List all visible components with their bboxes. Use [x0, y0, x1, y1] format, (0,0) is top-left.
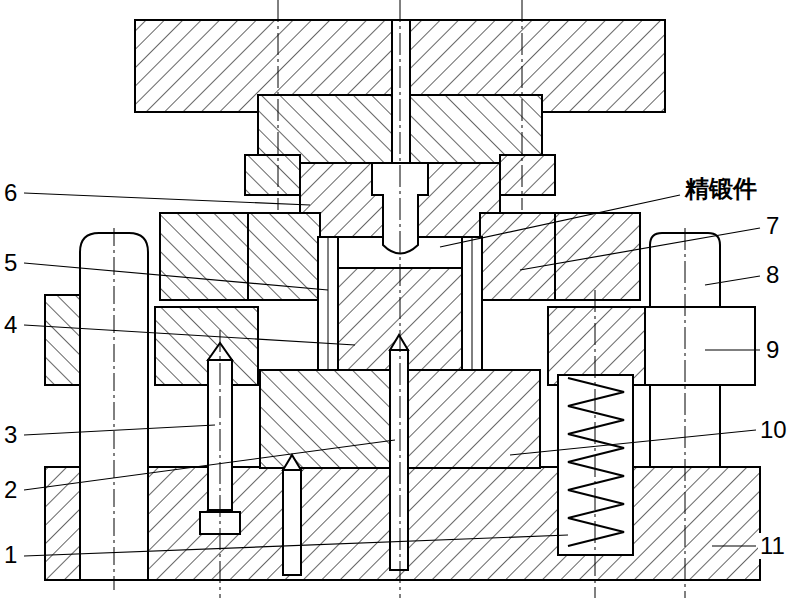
leader-lines: [24, 193, 760, 556]
callout-number: 9: [764, 337, 781, 363]
callout-number: 7: [764, 213, 781, 239]
callout-number: 2: [2, 477, 19, 503]
callout-number: 11: [758, 533, 787, 559]
callout-number: 10: [758, 417, 789, 443]
callout-number: 1: [2, 542, 19, 568]
callout-number: 5: [2, 250, 19, 276]
callout-number: 6: [2, 180, 19, 206]
callout-number: 3: [2, 422, 19, 448]
part-label: 精锻件: [683, 176, 759, 202]
callout-number: 8: [764, 262, 781, 288]
callout-number: 4: [2, 312, 19, 338]
